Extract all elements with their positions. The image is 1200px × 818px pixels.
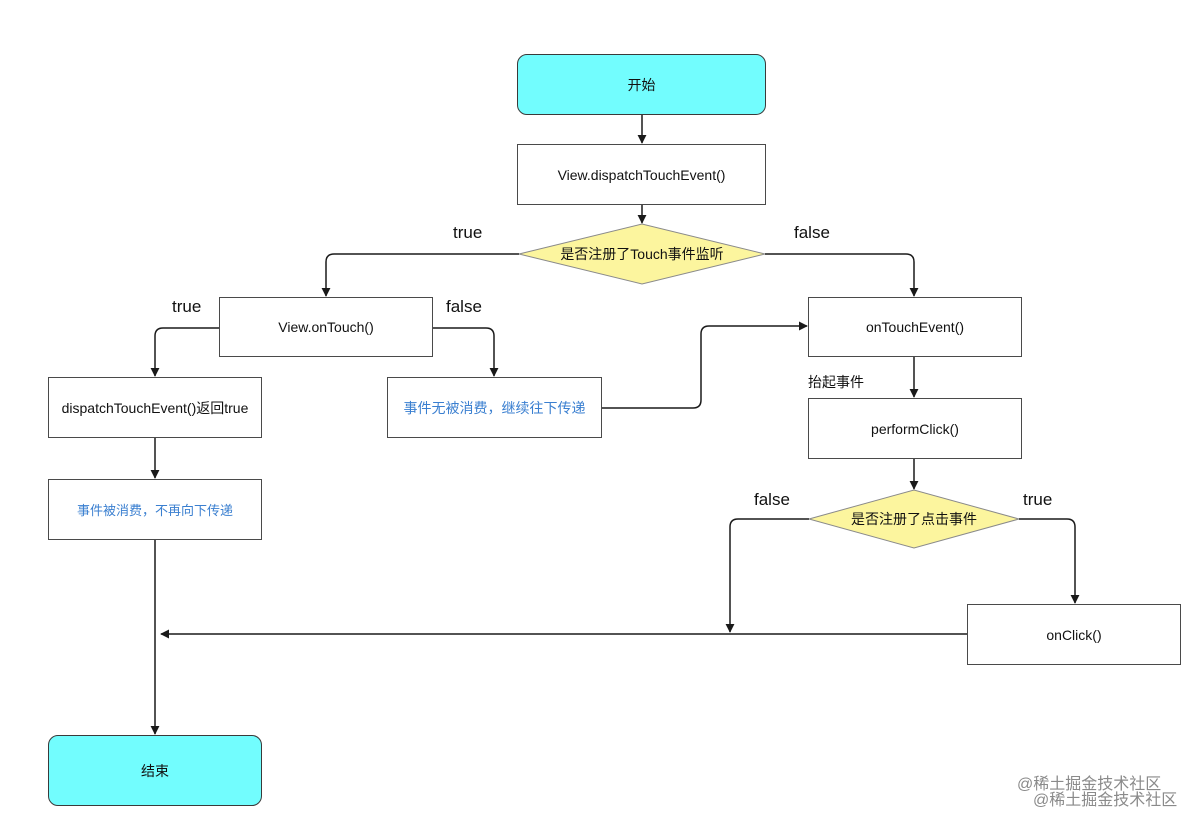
dispatch-touch-event-label: View.dispatchTouchEvent() [557, 166, 726, 183]
not-consumed-continue-node: 事件无被消费，继续往下传递 [387, 377, 602, 438]
decision-touch-label-box: 是否注册了Touch事件监听 [539, 240, 745, 268]
dispatch-return-true-label: dispatchTouchEvent()返回true [61, 399, 249, 416]
decision-click-label: 是否注册了点击事件 [851, 511, 977, 527]
on-touch-label: View.onTouch() [278, 319, 374, 335]
on-touch-event-label: onTouchEvent() [865, 319, 965, 335]
edge-label-touch-true: true [453, 223, 483, 242]
perform-click-label: performClick() [871, 420, 959, 437]
edge-label-ontouch-true: true [172, 297, 202, 316]
on-click-label: onClick() [1046, 626, 1102, 643]
dispatch-touch-event-node: View.dispatchTouchEvent() [517, 144, 766, 205]
on-click-node: onClick() [967, 604, 1181, 665]
watermark-line-1: @稀土掘金技术社区 [1017, 776, 1162, 793]
edge-ontouch-true-to-dispatch-return [150, 327, 219, 377]
edge-label-touch-false: false [794, 223, 830, 242]
edge-continue-to-ontouchevent [602, 321, 808, 409]
edge-label-click-true: true [1023, 490, 1053, 509]
edge-label-lift-event: 抬起事件 [808, 374, 864, 390]
end-node: 结束 [48, 735, 262, 806]
edge-decision-false-to-ontouchevent [765, 253, 919, 297]
on-touch-node: View.onTouch() [219, 297, 433, 357]
watermark-line-2: @稀土掘金技术社区 [1033, 792, 1178, 809]
edge-click-false-down [725, 518, 809, 633]
consumed-stop-label: 事件被消费，不再向下传递 [76, 503, 233, 518]
consumed-stop-node: 事件被消费，不再向下传递 [48, 479, 262, 540]
edge-label-click-false: false [754, 490, 790, 509]
edge-label-ontouch-false: false [446, 297, 482, 316]
perform-click-node: performClick() [808, 398, 1022, 459]
start-label: 开始 [627, 76, 656, 93]
decision-click-label-box: 是否注册了点击事件 [834, 505, 994, 533]
edge-ontouch-false-to-continue [433, 327, 499, 377]
edge-click-true-to-onclick [1019, 518, 1080, 604]
start-node: 开始 [517, 54, 766, 115]
not-consumed-continue-label: 事件无被消费，继续往下传递 [403, 399, 586, 416]
decision-touch-label: 是否注册了Touch事件监听 [560, 246, 724, 262]
end-label: 结束 [141, 762, 169, 779]
dispatch-return-true-node: dispatchTouchEvent()返回true [48, 377, 262, 438]
edge-decision-true-to-ontouch [321, 253, 519, 297]
on-touch-event-node: onTouchEvent() [808, 297, 1022, 357]
